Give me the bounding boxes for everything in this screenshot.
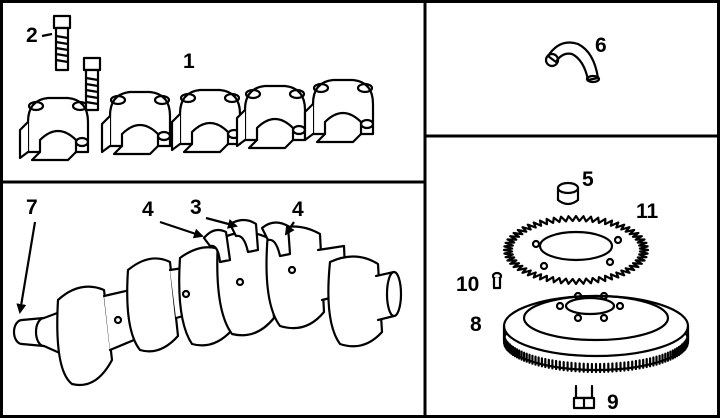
bearing-cap [18, 96, 90, 162]
callout-3: 3 [190, 196, 202, 219]
callout-1: 1 [183, 50, 195, 73]
flywheel-assembly [491, 181, 690, 410]
reluctor-screw [491, 271, 503, 290]
bearing-cap [303, 78, 375, 144]
callout-8: 8 [470, 313, 482, 336]
main-bearing-caps-group [18, 14, 375, 162]
callout-11: 11 [636, 200, 659, 223]
bearing-cap [170, 88, 242, 154]
reluctor-ring [502, 214, 650, 286]
cap-bolt [52, 14, 72, 72]
pilot-bushing [556, 181, 580, 206]
bearing-cap [235, 84, 307, 150]
callout-2: 2 [26, 24, 38, 47]
crankshaft [12, 218, 403, 387]
ring-gear-teeth [503, 332, 690, 374]
leader-arrow [16, 221, 37, 314]
cap-bolt [82, 56, 102, 112]
flywheel [502, 291, 690, 374]
callout-6: 6 [595, 34, 607, 57]
callout-7: 7 [26, 196, 38, 219]
leader-arrow [284, 221, 295, 236]
leader-arrow [159, 220, 204, 239]
callout-5: 5 [582, 168, 594, 191]
thrust-half-washer [544, 41, 601, 84]
bearing-cap [100, 90, 172, 156]
leader-arrow [205, 216, 238, 229]
callout-4-right: 4 [292, 198, 304, 221]
callout-9: 9 [607, 391, 619, 414]
leader-line [41, 32, 53, 38]
callout-4-left: 4 [142, 198, 154, 221]
flywheel-bolt [572, 384, 596, 410]
callout-10: 10 [456, 273, 479, 296]
